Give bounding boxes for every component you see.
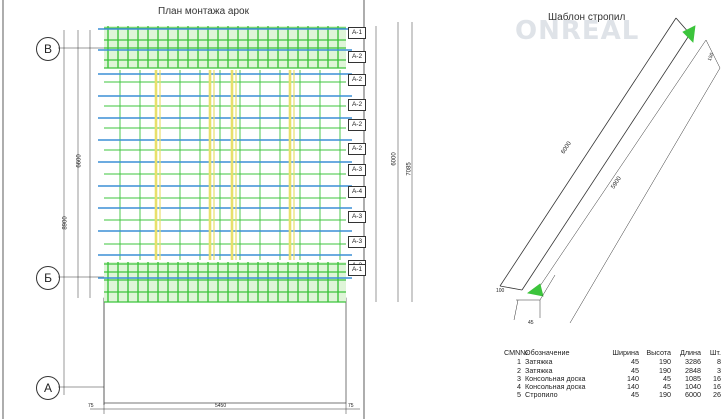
template-title: Шаблон стропил [548, 12, 626, 23]
table-cell: 140 [627, 373, 639, 383]
spec-table: СМN№ Обозначение Ширина Высота Длина Шт.… [504, 348, 726, 400]
col-qty: Шт. [709, 348, 721, 357]
table-cell: 1 [517, 357, 521, 367]
arch-tag: А-2 [348, 119, 366, 131]
table-cell: 190 [659, 365, 671, 375]
table-cell: Затяжка [525, 365, 553, 375]
arch-tag: А-2 [348, 74, 366, 86]
bottom-band [104, 262, 346, 302]
col-length: Длина [679, 348, 701, 357]
table-cell: 1040 [685, 382, 701, 392]
table-cell: 8 [717, 357, 721, 367]
table-cell: 6000 [685, 390, 701, 400]
arch-tag: А-2 [348, 143, 366, 155]
table-cell: 190 [659, 390, 671, 400]
table-header: СМN№ Обозначение Ширина Высота Длина Шт. [504, 348, 726, 357]
dim-8900: 8900 [62, 216, 69, 230]
building-outline [103, 297, 347, 404]
dim-5450: 5450 [215, 403, 227, 409]
dim-75-left: 75 [88, 403, 94, 409]
table-cell: 2848 [685, 365, 701, 375]
dim-7085: 7085 [406, 162, 413, 176]
table-cell: 45 [631, 357, 639, 367]
table-cell: Стропило [525, 390, 558, 400]
table-cell: 5 [517, 390, 521, 400]
table-cell: 1085 [685, 373, 701, 383]
arch-tag: А-4 [348, 186, 366, 198]
col-num: СМN№ [504, 348, 528, 357]
rafter-template [499, 17, 721, 324]
table-cell: 45 [663, 373, 671, 383]
table-cell: Консольная доска [525, 373, 586, 383]
arch-tag: А-3 [348, 211, 366, 223]
table-row: 2 Затяжка 45 190 2848 3 [504, 365, 726, 375]
arch-tag: А-1 [348, 27, 366, 39]
table-cell: 140 [627, 382, 639, 392]
table-cell: 45 [663, 382, 671, 392]
col-name: Обозначение [525, 348, 570, 357]
dim-6600: 6600 [76, 154, 83, 168]
table-row: 1 Затяжка 45 190 3286 8 [504, 357, 726, 367]
arch-tag: А-3 [348, 236, 366, 248]
table-cell: 45 [631, 365, 639, 375]
table-cell: 2 [517, 365, 521, 375]
rafter-group [104, 26, 346, 303]
table-cell: 190 [659, 357, 671, 367]
arch-tag: А-2 [348, 99, 366, 111]
watermark: ONREAL [515, 16, 640, 46]
col-height: Высота [646, 348, 671, 357]
tie-group [98, 28, 352, 279]
table-cell: Консольная доска [525, 382, 586, 392]
table-cell: 3286 [685, 357, 701, 367]
table-cell: 45 [631, 390, 639, 400]
axis-bubble-v: В [36, 37, 60, 61]
col-width: Ширина [612, 348, 639, 357]
table-cell: 16 [713, 373, 721, 383]
axis-bubble-b: Б [36, 266, 60, 290]
tpl-dim-45: 45 [528, 320, 534, 326]
axis-bubble-a: А [36, 376, 60, 400]
table-row: 4 Консольная доска 140 45 1040 16 [504, 382, 726, 392]
arch-tag: А-3 [348, 164, 366, 176]
table-row: 3 Консольная доска 140 45 1085 16 [504, 373, 726, 383]
beam-group [154, 70, 295, 260]
plan-title: План монтажа арок [158, 6, 249, 17]
tpl-dim-100: 100 [496, 288, 505, 294]
table-cell: 26 [713, 390, 721, 400]
table-row: 5 Стропило 45 190 6000 26 [504, 390, 726, 400]
table-cell: 3 [517, 373, 521, 383]
arch-tag: А-2 [348, 51, 366, 63]
arch-tag: А-1 [348, 264, 366, 276]
dim-75-right: 75 [348, 403, 354, 409]
table-cell: 3 [717, 365, 721, 375]
table-cell: 16 [713, 382, 721, 392]
top-band [104, 26, 346, 68]
table-cell: 4 [517, 382, 521, 392]
table-cell: Затяжка [525, 357, 553, 367]
dim-6000: 6000 [391, 152, 398, 166]
